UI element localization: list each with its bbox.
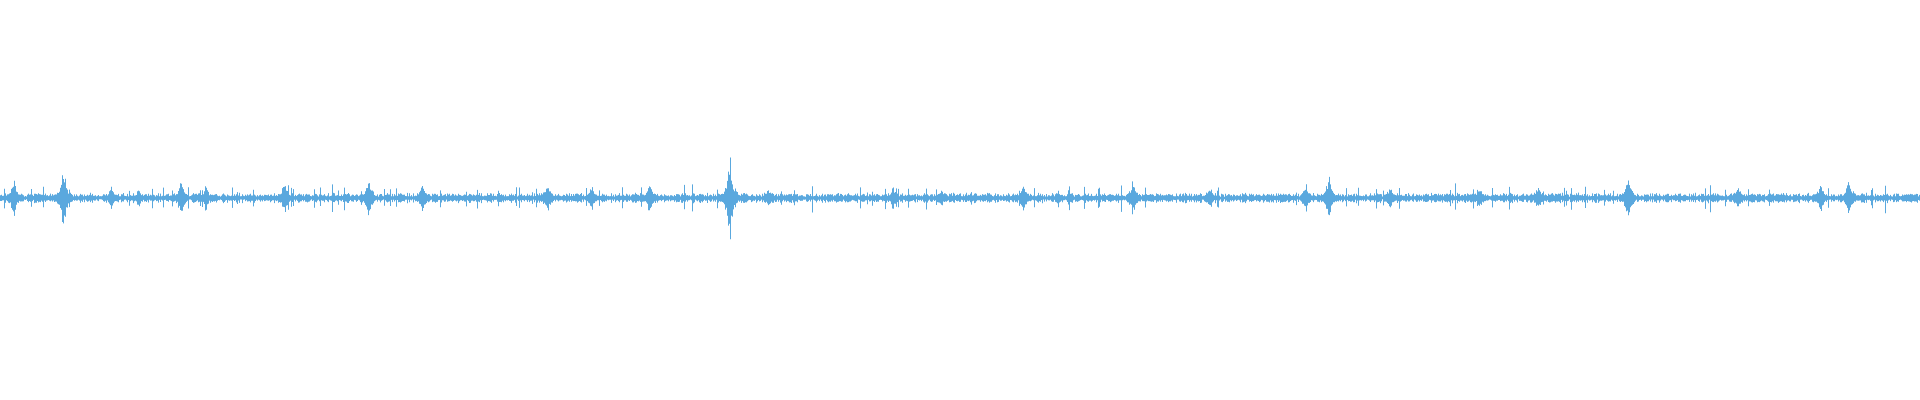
waveform-trace <box>0 157 1920 240</box>
